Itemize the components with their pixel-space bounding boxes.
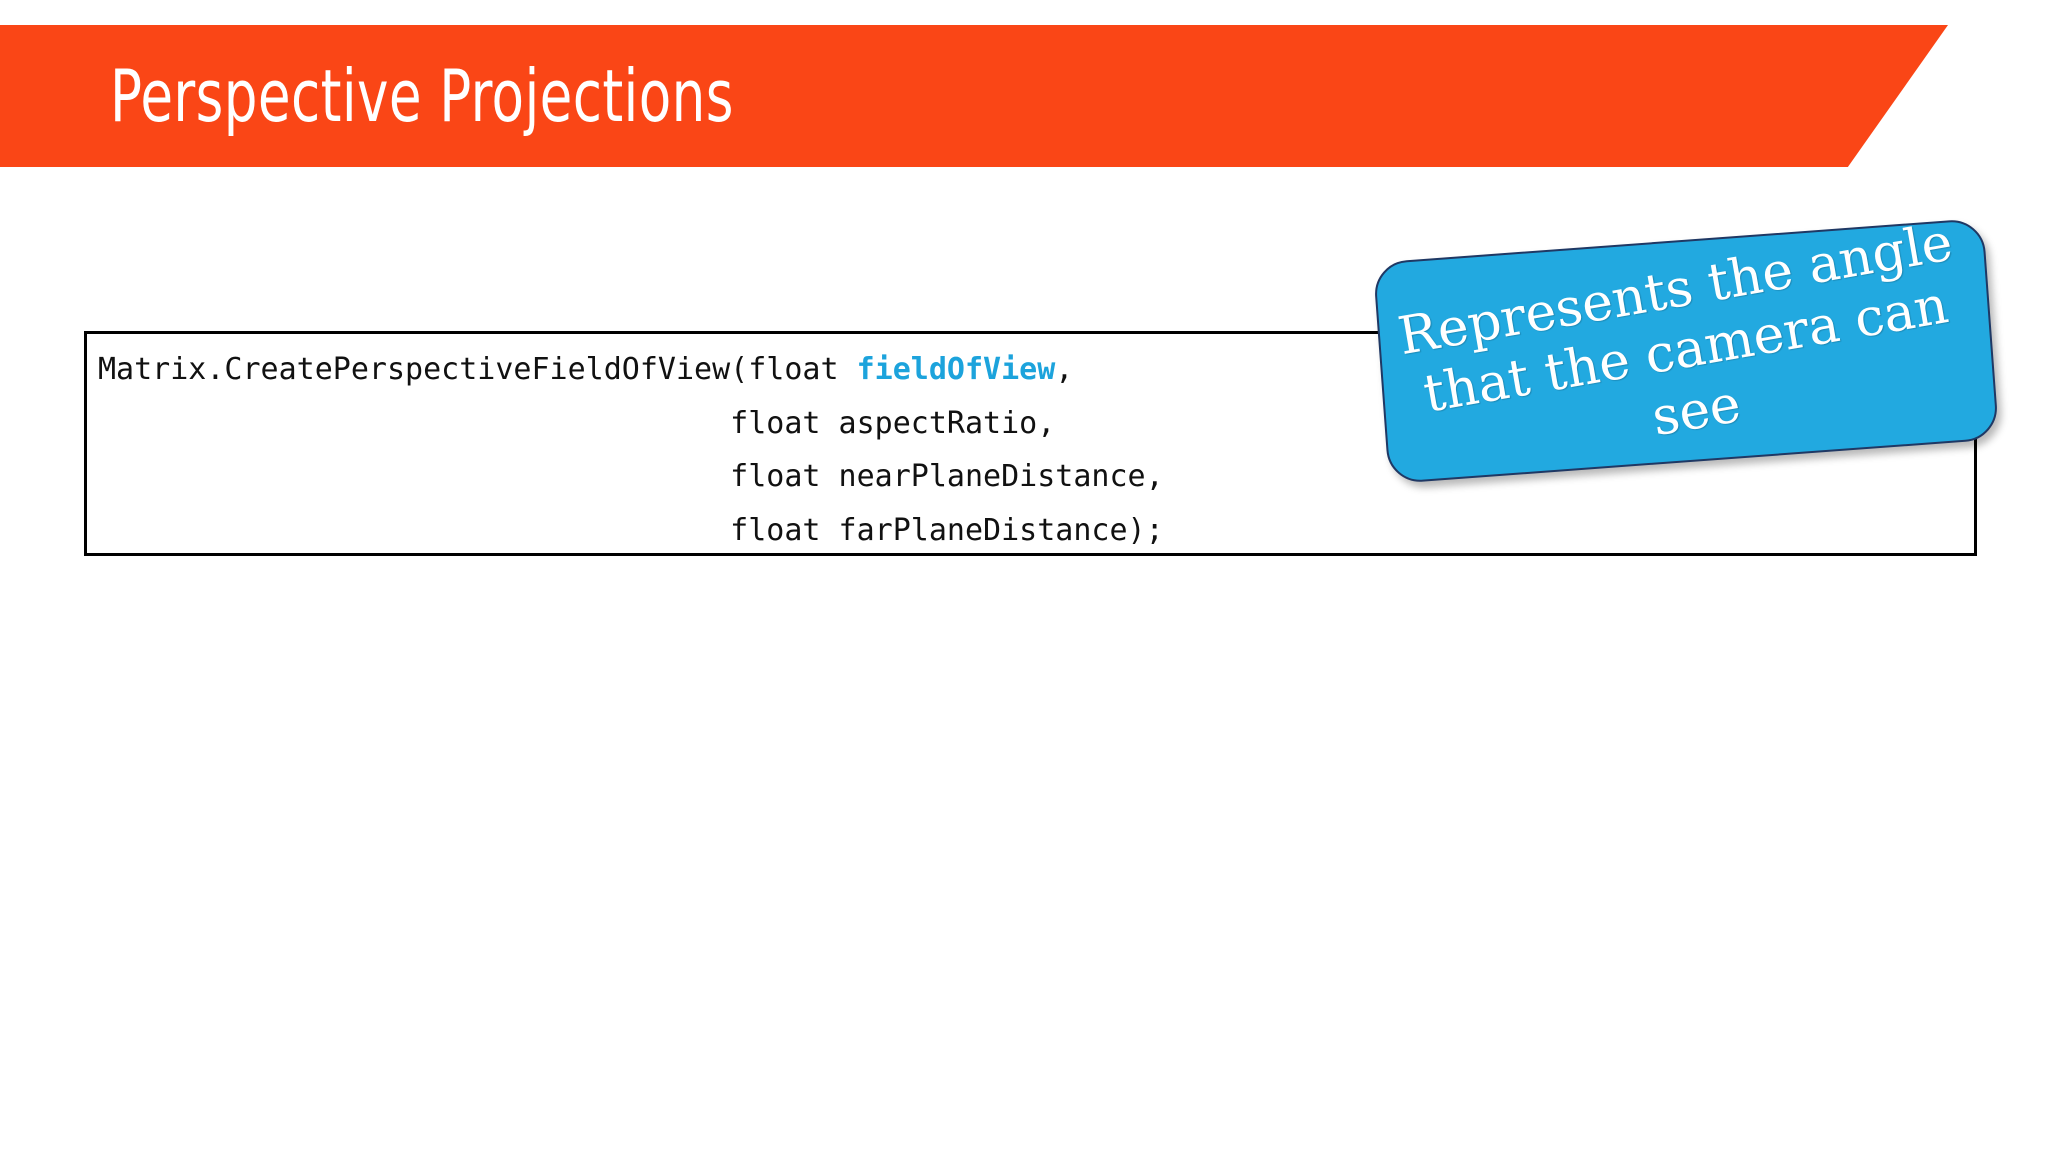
code-token: float farPlaneDistance); bbox=[98, 512, 1164, 548]
callout-text: Represents the angle that the camera can… bbox=[1394, 217, 1957, 448]
title-banner: Perspective Projections bbox=[0, 25, 1948, 167]
code-token: , bbox=[1055, 352, 1074, 387]
code-highlight-token: fieldOfView bbox=[856, 352, 1056, 387]
page-title: Perspective Projections bbox=[110, 54, 734, 138]
code-token: float aspectRatio, bbox=[98, 405, 1056, 441]
code-token: Matrix.CreatePerspectiveFieldOfView(floa… bbox=[98, 352, 857, 387]
annotation-callout: Represents the angle that the camera can… bbox=[1372, 217, 2000, 485]
code-sample-text: Matrix.CreatePerspectiveFieldOfView(floa… bbox=[98, 343, 1164, 557]
code-token: float nearPlaneDistance, bbox=[98, 459, 1164, 494]
callout-shape: Represents the angle that the camera can… bbox=[1372, 217, 2000, 485]
